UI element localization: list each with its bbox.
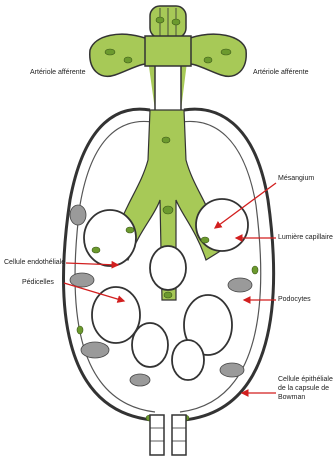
label-cellule-epitheliale: Cellule épithéliale de la capsule de Bow… <box>278 375 335 402</box>
label-mesangium: Mésangium <box>278 174 314 183</box>
label-cellule-endotheliale: Cellule endothéliale <box>4 258 65 267</box>
label-lumiere-capillaire: Lumière capillaire <box>278 233 333 242</box>
label-arteriole-right: Artériole afférente <box>253 68 309 77</box>
label-arteriole-left: Artériole afférente <box>30 68 86 77</box>
label-pedicelles: Pédicelles <box>22 278 54 287</box>
label-podocytes: Podocytes <box>278 295 311 304</box>
arteriole-top <box>90 6 246 110</box>
urinary-pole-tubule <box>150 415 186 455</box>
